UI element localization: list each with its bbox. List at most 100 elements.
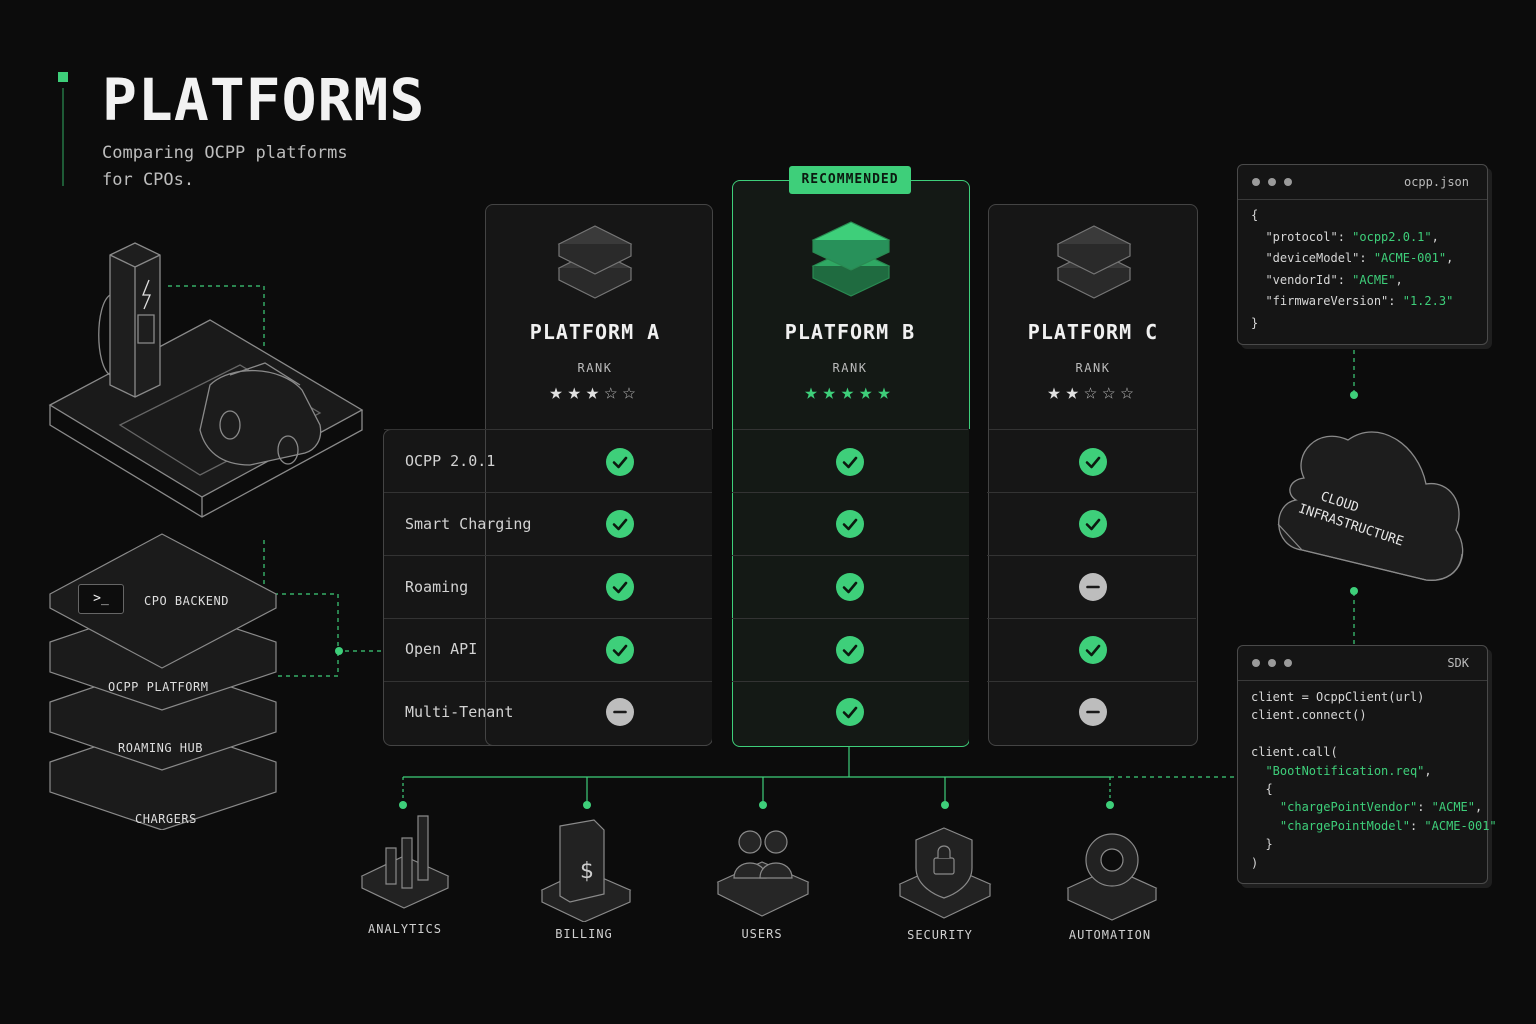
row-line-b0 <box>733 429 968 430</box>
platform-c-name: PLATFORM C <box>1027 320 1159 344</box>
row-line-2 <box>384 555 1196 556</box>
star-empty-icon: ☆ <box>1083 380 1103 405</box>
check-icon <box>606 573 634 601</box>
row-line-4 <box>384 681 1196 682</box>
row-line-c0 <box>989 429 1196 430</box>
json-key: "vendorId" <box>1265 272 1338 287</box>
json-value: "ACME" <box>1352 272 1396 287</box>
sdk-line: ) <box>1251 855 1259 870</box>
recommended-badge: RECOMMENDED <box>789 166 911 194</box>
sdk-code: client = OcppClient(url) client.connect(… <box>1251 690 1497 870</box>
check-icon <box>1079 636 1107 664</box>
star-filled-icon: ★ <box>822 380 841 405</box>
star-filled-icon: ★ <box>840 380 860 405</box>
json-value: "1.2.3" <box>1402 294 1454 308</box>
sdk-line: client.connect() <box>1251 708 1367 723</box>
check-icon <box>1079 510 1107 538</box>
platform-a-icon <box>557 225 633 299</box>
title-accent-square <box>58 72 68 82</box>
platform-c-icon <box>1056 225 1132 299</box>
platform-c-header: PLATFORM C RANK ★★☆☆☆ <box>990 320 1196 410</box>
feature-label: Smart Charging <box>405 515 532 533</box>
check-icon <box>836 448 864 476</box>
sdk-line: { <box>1265 782 1273 797</box>
sdk-panel-filename: SDK <box>1447 656 1469 670</box>
window-dot-icon <box>1252 178 1260 186</box>
star-filled-icon: ★ <box>877 380 896 405</box>
title-accent-bar <box>62 88 64 186</box>
check-icon <box>606 448 634 476</box>
sdk-line: client = OcppClient(url) <box>1251 690 1425 704</box>
star-empty-icon: ☆ <box>1120 380 1139 405</box>
json-panel-header: ocpp.json <box>1238 165 1487 200</box>
stack-layer-cpo-backend: CPO BACKEND <box>144 594 229 608</box>
window-dot-icon <box>1268 178 1276 186</box>
platform-c-rank-label: RANK <box>1075 361 1111 375</box>
sdk-panel-header: SDK <box>1238 646 1487 681</box>
check-icon <box>836 510 864 538</box>
svg-text:$: $ <box>580 859 594 884</box>
check-icon <box>836 573 864 601</box>
json-value: "ACME-001" <box>1373 251 1447 265</box>
minus-icon <box>606 698 634 726</box>
card-gap-2 <box>969 429 987 745</box>
json-value: "ocpp2.0.1" <box>1352 229 1432 244</box>
row-line-3 <box>384 618 1196 619</box>
check-icon <box>836 698 864 726</box>
window-dot-icon <box>1284 178 1292 186</box>
module-label-billing: BILLING <box>555 927 613 941</box>
platform-a-rank-label: RANK <box>577 361 613 375</box>
sdk-line: client.call( <box>1251 745 1338 760</box>
check-icon <box>1079 448 1107 476</box>
json-key: "firmwareVersion" <box>1265 294 1389 308</box>
window-dot-icon <box>1268 659 1276 667</box>
platform-c-stars: ★★☆☆☆ <box>990 380 1196 405</box>
platform-b-stars: ★★★★★ <box>738 380 962 405</box>
star-filled-icon: ★ <box>804 380 823 405</box>
platform-a-stars: ★★★☆☆ <box>485 380 705 405</box>
sdk-key: "chargePointModel" <box>1279 818 1410 833</box>
sdk-line: } <box>1265 837 1273 852</box>
star-empty-icon: ☆ <box>604 380 623 405</box>
check-icon <box>606 636 634 664</box>
platform-a-header: PLATFORM A RANK ★★★☆☆ <box>485 320 705 410</box>
json-key: "deviceModel" <box>1265 251 1360 265</box>
json-code: { "protocol": "ocpp2.0.1", "deviceModel"… <box>1251 208 1454 330</box>
window-dot-icon <box>1252 659 1260 667</box>
charging-station-illustration <box>48 242 364 518</box>
shield-lock-icon <box>898 827 992 919</box>
system-stack: >_ CPO BACKEND OCPP PLATFORM ROAMING HUB… <box>48 530 278 830</box>
row-line-1 <box>384 492 1196 493</box>
check-icon <box>606 510 634 538</box>
platform-a-name: PLATFORM A <box>529 320 661 344</box>
sdk-value: "ACME-001" <box>1424 818 1497 833</box>
page-title: PLATFORMS <box>102 66 426 134</box>
feature-label: Multi-Tenant <box>405 703 514 721</box>
sdk-value: "ACME" <box>1431 800 1475 815</box>
stack-layer-chargers: CHARGERS <box>135 812 197 826</box>
stack-layer-ocpp-platform: OCPP PLATFORM <box>108 680 209 694</box>
platform-b-name: PLATFORM B <box>784 320 916 344</box>
star-filled-icon: ★ <box>859 380 878 405</box>
star-filled-icon: ★ <box>549 380 568 405</box>
json-close: } <box>1251 315 1259 330</box>
star-filled-icon: ★ <box>585 380 605 405</box>
star-empty-icon: ☆ <box>1102 380 1121 405</box>
terminal-icon: >_ <box>78 584 124 614</box>
stack-layers-drawing <box>49 533 277 830</box>
feature-label: Open API <box>405 640 478 658</box>
star-empty-icon: ☆ <box>622 380 641 405</box>
sdk-panel: SDK client = OcppClient(url) client.conn… <box>1237 645 1497 884</box>
card-gap-1 <box>712 429 732 745</box>
sdk-line: "BootNotification.req" <box>1265 763 1425 778</box>
star-filled-icon: ★ <box>1065 380 1084 405</box>
platform-b-header: PLATFORM B RANK ★★★★★ <box>738 320 962 410</box>
users-icon <box>716 830 810 917</box>
gear-icon <box>1066 833 1158 921</box>
platform-b-rank-label: RANK <box>832 361 868 375</box>
module-label-users: USERS <box>741 927 783 941</box>
star-filled-icon: ★ <box>1047 380 1066 405</box>
json-open: { <box>1251 208 1259 222</box>
window-dot-icon <box>1284 659 1292 667</box>
